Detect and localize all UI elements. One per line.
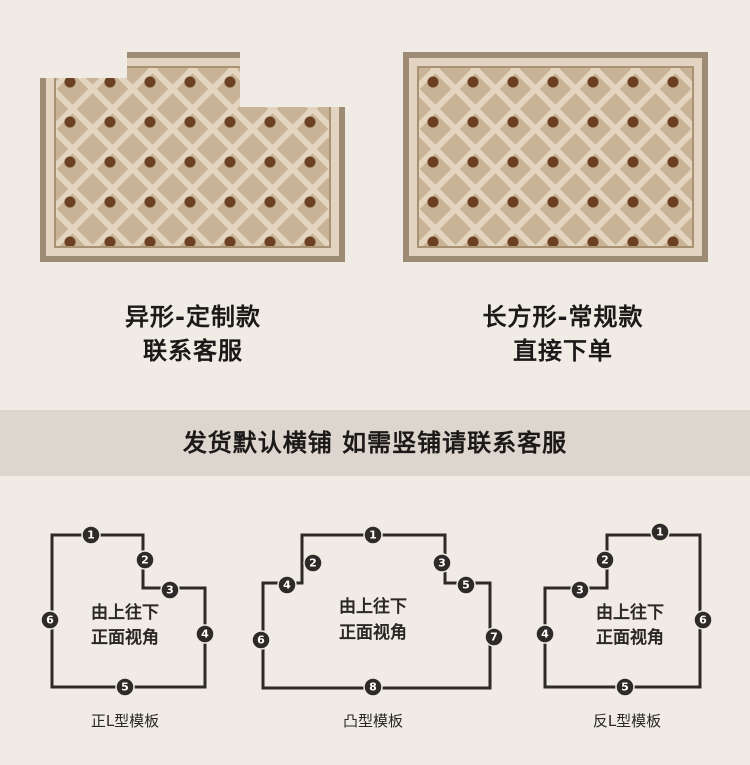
- reverse-l-template-marker-2: [595, 550, 615, 570]
- l-template-marker-number: 1: [87, 529, 95, 542]
- convex-template-marker-4: [277, 575, 297, 595]
- l-template-marker-4: [195, 624, 215, 644]
- convex-template-marker-2: [303, 553, 323, 573]
- convex-template-marker-3: [432, 553, 452, 573]
- convex-template-marker-1: [363, 525, 383, 545]
- rectangle-subtitle: 直接下单: [513, 337, 613, 365]
- reverse-l-template-marker-number: 1: [656, 526, 664, 539]
- reverse-l-template-marker-number: 6: [699, 614, 707, 627]
- reverse-l-template-marker-3: [570, 580, 590, 600]
- reverse-l-template-marker-1: [650, 522, 670, 542]
- l-template-marker-2: [135, 550, 155, 570]
- l-template-inner-line2: 正面视角: [91, 627, 159, 648]
- l-template-label: 正L型模板: [91, 712, 159, 730]
- custom-shape-caption: 异形-定制款 联系客服: [43, 300, 343, 368]
- reverse-l-template-outline: [543, 533, 702, 689]
- convex-template-inner-line1: 由上往下: [339, 596, 407, 617]
- reverse-l-template-label: 反L型模板: [593, 712, 661, 730]
- shipping-notice-banner: 发货默认横铺 如需竖铺请联系客服: [0, 410, 750, 476]
- l-template-marker-number: 6: [46, 614, 54, 627]
- convex-template-marker-number: 1: [369, 529, 377, 542]
- convex-template-marker-8: [363, 677, 383, 697]
- l-template-inner-line1: 由上往下: [91, 602, 159, 623]
- convex-template-marker-number: 3: [438, 557, 446, 570]
- custom-shape-subtitle: 联系客服: [143, 337, 243, 365]
- convex-template-marker-number: 4: [283, 579, 291, 592]
- l-template-marker-number: 2: [141, 554, 149, 567]
- reverse-l-template-marker-number: 3: [576, 584, 584, 597]
- l-template-marker-number: 3: [166, 584, 174, 597]
- reverse-l-template-inner-line1: 由上往下: [596, 602, 664, 623]
- reverse-l-template-marker-number: 5: [621, 681, 629, 694]
- convex-template-marker-number: 5: [462, 579, 470, 592]
- convex-template-label: 凸型模板: [343, 712, 403, 730]
- l-template-marker-1: [81, 525, 101, 545]
- reverse-l-template-marker-6: [693, 610, 713, 630]
- l-template-marker-number: 5: [121, 681, 129, 694]
- convex-template-marker-number: 7: [490, 631, 498, 644]
- convex-template-marker-number: 2: [309, 557, 317, 570]
- rectangle-title: 长方形-常规款: [482, 303, 644, 331]
- l-template-marker-5: [115, 677, 135, 697]
- convex-template-inner-line2: 正面视角: [339, 622, 407, 643]
- convex-template-marker-number: 8: [369, 681, 377, 694]
- reverse-l-template-marker-number: 2: [601, 554, 609, 567]
- convex-template-marker-6: [251, 630, 271, 650]
- l-template-marker-number: 4: [201, 628, 209, 641]
- reverse-l-template-marker-5: [615, 677, 635, 697]
- l-template-marker-6: [40, 610, 60, 630]
- custom-shape-title: 异形-定制款: [125, 303, 261, 331]
- convex-template-marker-7: [484, 627, 504, 647]
- rectangle-caption: 长方形-常规款 直接下单: [413, 300, 713, 368]
- l-template-marker-3: [160, 580, 180, 600]
- convex-template-marker-5: [456, 575, 476, 595]
- reverse-l-template-inner-line2: 正面视角: [596, 627, 664, 648]
- reverse-l-template-marker-number: 4: [541, 628, 549, 641]
- l-template-outline: [50, 533, 207, 689]
- shipping-notice-text: 发货默认横铺 如需竖铺请联系客服: [182, 429, 568, 457]
- convex-template-marker-number: 6: [257, 634, 265, 647]
- reverse-l-template-marker-4: [535, 624, 555, 644]
- rectangular-rug-image: [403, 52, 708, 262]
